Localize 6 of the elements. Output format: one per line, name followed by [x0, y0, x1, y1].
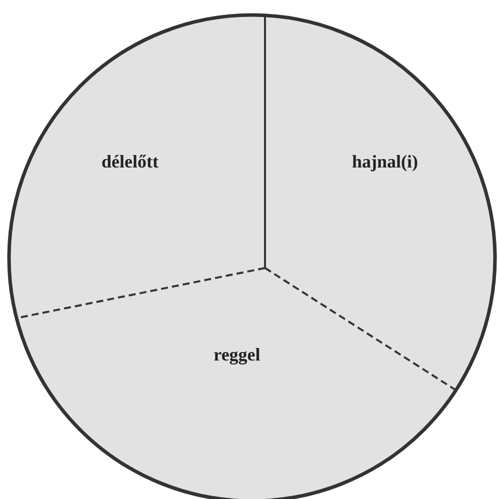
- pie-sector: [16, 268, 456, 499]
- pie-sector: [9, 15, 265, 318]
- sector-label: reggel: [214, 344, 260, 366]
- pie-sector: [265, 15, 495, 390]
- sector-label: délelőtt: [102, 151, 158, 172]
- sector-label: hajnal(i): [352, 151, 418, 172]
